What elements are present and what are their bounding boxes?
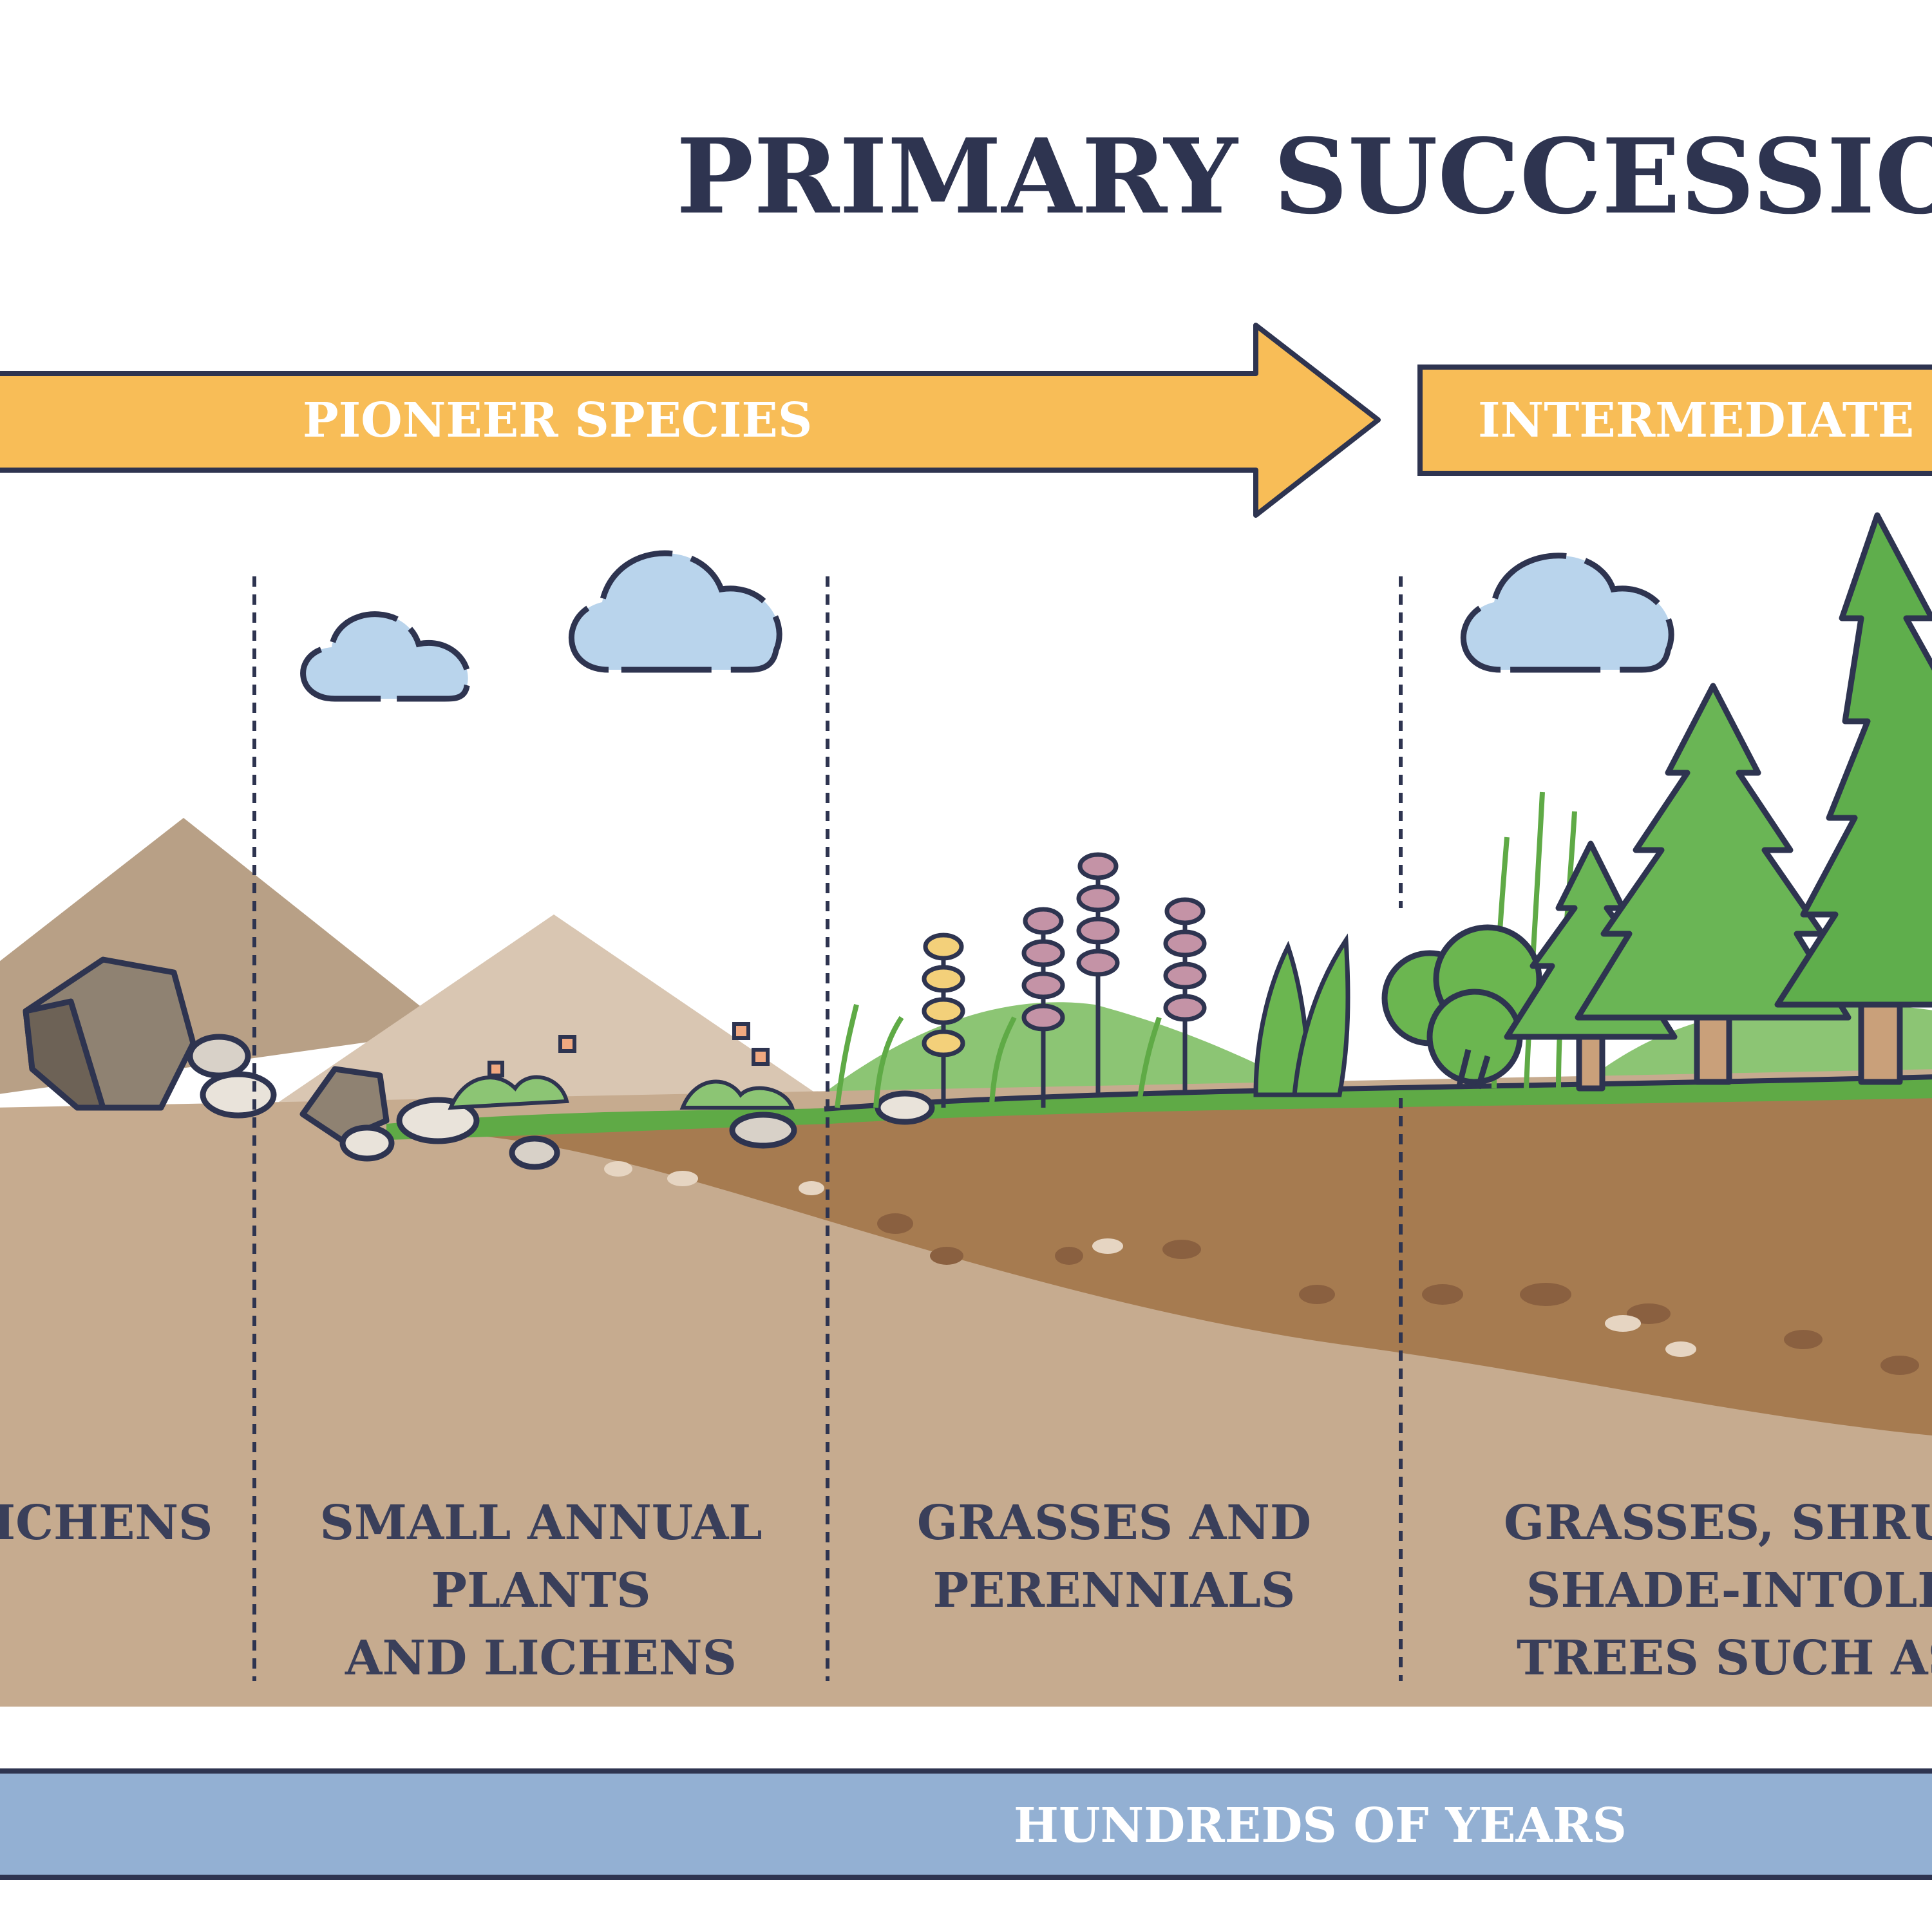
col4-line1: GRASSES, SHRU [1504, 1495, 1932, 1551]
column-label-4: GRASSES, SHRU SHADE-INTOLI TREES SUCH AS [1504, 1495, 1932, 1686]
small-lichen-plants [448, 1022, 795, 1110]
timeline-label: HUNDREDS OF YEARS [1014, 1798, 1627, 1853]
col2-line1: SMALL ANNUAL [320, 1495, 762, 1551]
col2-line2: PLANTS [431, 1563, 650, 1618]
column-label-2: SMALL ANNUAL PLANTS AND LICHENS [320, 1495, 762, 1686]
green-hill-middle [805, 1002, 1320, 1108]
col3-line1: GRASSES AND [917, 1495, 1311, 1551]
col3-line2: PERENNIALS [933, 1563, 1296, 1618]
large-boulder [23, 956, 277, 1119]
mountain-front [270, 914, 837, 1108]
col1-line1: ICHENS [0, 1495, 213, 1551]
col4-line2: SHADE-INTOLI [1526, 1563, 1932, 1618]
conifer-tree-tall [1774, 512, 1932, 1085]
cloud-small [300, 611, 471, 702]
conifer-tree-medium [1575, 683, 1852, 1085]
lavender-stalks [1021, 852, 1207, 1108]
wheat-stalk-yellow [922, 933, 965, 1108]
pioneer-species-arrow: PIONEER SPECIES [0, 323, 1381, 518]
shrub [1381, 924, 1542, 1090]
column-dividers [252, 576, 1403, 1681]
cloud-medium [569, 550, 782, 673]
pioneer-species-label: PIONEER SPECIES [303, 393, 812, 448]
col2-line3: AND LICHENS [345, 1631, 737, 1686]
intermediate-species-label: INTERMEDIATE S [1478, 393, 1932, 448]
mid-rocks [299, 1066, 935, 1170]
col4-line3: TREES SUCH AS [1517, 1631, 1932, 1686]
soil-pebbles [877, 1213, 1919, 1375]
timeline-bar: HUNDREDS OF YEARS [0, 1768, 1932, 1880]
diagram-title: PRIMARY SUCCESSION [676, 116, 1932, 237]
intermediate-species-arrow: INTERMEDIATE S [1417, 365, 1932, 476]
column-label-3: GRASSES AND PERENNIALS [917, 1495, 1311, 1618]
column-label-1: ICHENS [0, 1495, 213, 1551]
grass-clump [1253, 933, 1350, 1097]
soil-light-pebbles [604, 1161, 1696, 1357]
cloud-right [1461, 553, 1674, 673]
